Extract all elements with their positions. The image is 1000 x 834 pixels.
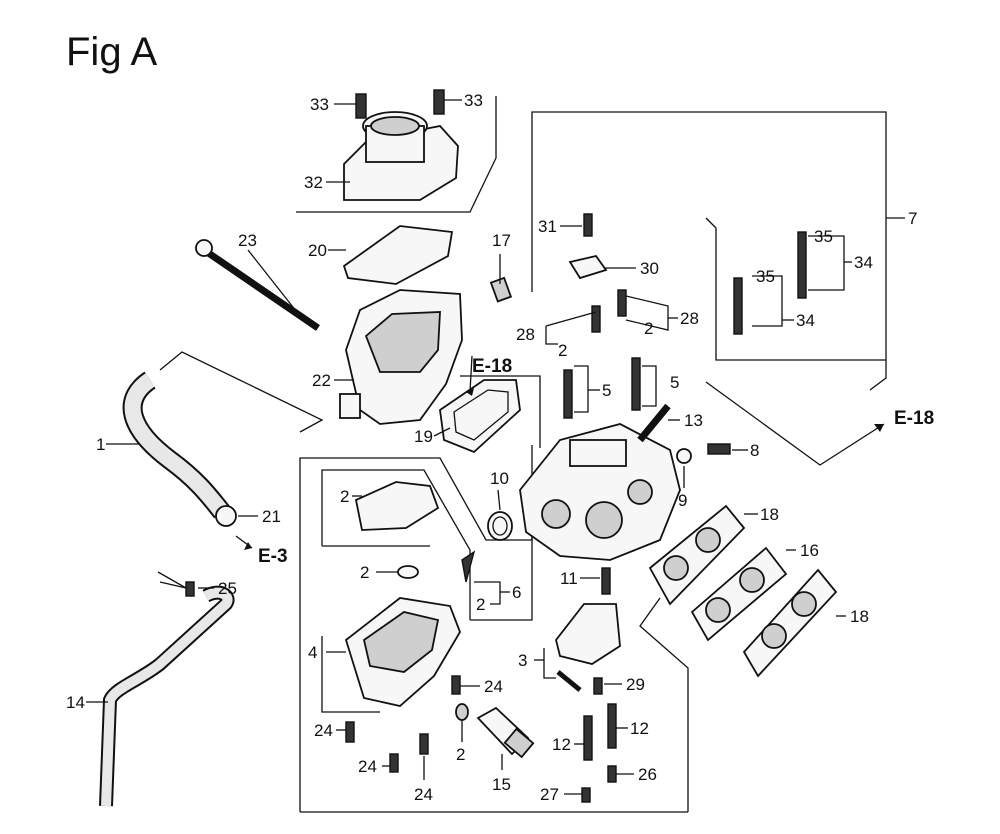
callout-7: 7 [908,209,917,228]
group-frames [159,96,905,813]
callout-34: 34 [854,253,873,272]
callout-3: 3 [518,651,527,670]
callout-2: 2 [644,319,653,338]
callout-30: 30 [640,259,659,278]
part-28-screws [591,289,627,333]
part-17-clip [489,276,513,303]
part-30-plate [568,254,608,280]
part-22-body [339,289,463,425]
reference-labels: E-18 E-18 E-3 [258,356,934,567]
callout-28: 28 [516,325,535,344]
part-8-screw [707,443,731,455]
callout-23: 23 [238,231,257,250]
callout-8: 8 [750,441,759,460]
callout-10: 10 [490,469,509,488]
callout-24: 24 [314,721,333,740]
callout-26: 26 [638,765,657,784]
callout-17: 17 [492,231,511,250]
part-9-screw [676,448,692,464]
callout-24: 24 [358,757,377,776]
callout-15: 15 [492,775,511,794]
callout-35: 35 [756,267,775,286]
callout-11: 11 [560,569,578,588]
part-11-screw [601,567,611,595]
callout-labels: 1 2 2 2 2 2 2 3 4 5 5 6 7 8 9 10 11 12 1… [66,91,917,804]
part-29-screw [593,677,603,695]
part-6-needle [461,550,476,583]
callout-18: 18 [850,607,869,626]
callout-20: 20 [308,241,327,260]
callout-24: 24 [484,677,503,696]
leader-lines [86,99,852,795]
part-12-screws [583,703,617,761]
callout-14: 14 [66,693,85,712]
callout-19: 19 [414,427,433,446]
part-3-lever [555,603,621,692]
figure-title: Fig A [66,30,158,74]
callout-18: 18 [760,505,779,524]
reference-e3: E-3 [258,546,288,567]
part-2-gasket-float [354,481,469,721]
part-14-hose [99,585,235,807]
callout-22: 22 [312,371,331,390]
callout-35: 35 [814,227,833,246]
callout-12: 12 [552,735,571,754]
arrows [157,388,884,589]
callout-33: 33 [464,91,483,110]
callout-34: 34 [796,311,815,330]
callout-31: 31 [538,217,557,236]
callout-13: 13 [684,411,703,430]
callout-29: 29 [626,675,645,694]
callout-6: 6 [512,583,521,602]
reference-e18-left: E-18 [472,356,512,377]
callout-24: 24 [414,785,433,804]
part-32-cover [343,111,459,201]
callout-2: 2 [476,595,485,614]
part-1-hose [122,371,230,519]
part-5-screws [563,357,641,419]
part-34-35-screws [733,231,807,335]
part-24-bolts [345,675,461,773]
callout-5: 5 [670,373,679,392]
part-20-gasket [342,225,454,285]
callout-33: 33 [310,95,329,114]
callout-32: 32 [304,173,323,192]
callout-28: 28 [680,309,699,328]
callout-2: 2 [340,487,349,506]
part-10-ring [487,511,513,541]
part-19-gasket [439,379,521,454]
part-21-clamp [215,505,237,527]
part-13-pin [637,403,671,443]
callout-1: 1 [96,435,105,454]
callout-5: 5 [602,381,611,400]
reference-e18-right: E-18 [894,408,934,429]
callout-9: 9 [678,491,687,510]
callout-2: 2 [456,745,465,764]
part-31-screw [583,213,593,237]
callout-4: 4 [308,643,317,662]
callout-25: 25 [218,579,237,598]
part-33-bolts [355,89,445,119]
part-15-solenoid [476,706,535,759]
callout-16: 16 [800,541,819,560]
callout-12: 12 [630,719,649,738]
part-4-float-chamber [344,597,461,707]
callout-27: 27 [540,785,559,804]
callout-21: 21 [262,507,281,526]
callout-2: 2 [558,341,567,360]
part-26-27-springs [581,765,617,803]
part-carb-body [519,423,681,561]
part-25-clip [185,581,195,597]
part-16-18-gaskets [648,504,838,678]
callout-2: 2 [360,563,369,582]
